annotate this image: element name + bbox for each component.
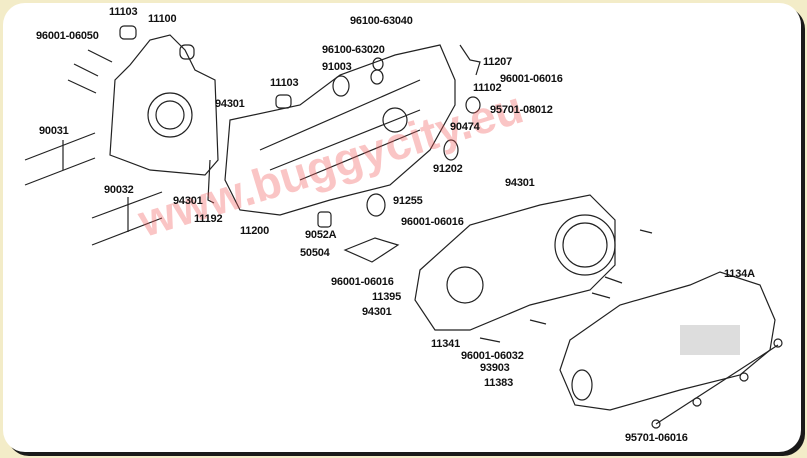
part-label: 91003 xyxy=(322,61,352,73)
bolts-96001-06032 xyxy=(479,229,653,343)
studs-90031 xyxy=(24,132,96,186)
part-label: 96100-63020 xyxy=(322,44,385,56)
part-label: 90474 xyxy=(450,121,480,133)
part-label: 96001-06016 xyxy=(401,216,464,228)
part-label: 11103 xyxy=(109,6,138,18)
part-label: 94301 xyxy=(215,98,245,110)
part-label: 95701-06016 xyxy=(625,432,688,444)
part-label: 11103 xyxy=(270,77,299,89)
plug-9052A xyxy=(317,211,332,228)
part-label: 11200 xyxy=(240,225,269,237)
part-label: 91255 xyxy=(393,195,423,207)
part-label: 11100 xyxy=(148,13,177,25)
part-label: 11192 xyxy=(194,213,223,225)
part-label: 11383 xyxy=(484,377,513,389)
part-label: 11102 xyxy=(473,82,502,94)
part-label: 96001-06016 xyxy=(500,73,563,85)
part-label: 94301 xyxy=(362,306,392,318)
bracket-11207 xyxy=(459,44,481,76)
part-label: 1134A xyxy=(724,268,755,280)
part-label: 96100-63040 xyxy=(350,15,413,27)
part-label: 91202 xyxy=(433,163,463,175)
part-label: 96001-06050 xyxy=(36,30,99,42)
part-label: 94301 xyxy=(173,195,203,207)
part-label: 11207 xyxy=(483,56,512,68)
part-label: 9052A xyxy=(305,229,337,241)
part-label: 93903 xyxy=(480,362,510,374)
part-label: 90032 xyxy=(104,184,134,196)
part-label: 11395 xyxy=(372,291,401,303)
bolts-96001-06050 xyxy=(67,49,113,94)
part-label: 96001-06032 xyxy=(461,350,524,362)
part-label: 50504 xyxy=(300,247,330,259)
part-label: 96001-06016 xyxy=(331,276,394,288)
part-label: 95701-08012 xyxy=(490,104,553,116)
studs-90032 xyxy=(91,191,163,246)
crankcase-right-11200 xyxy=(224,44,456,216)
plate-50504 xyxy=(343,237,400,263)
hose-11192 xyxy=(207,159,215,204)
crankcase-left-11100 xyxy=(109,25,219,176)
part-label: 94301 xyxy=(505,177,535,189)
cover-11395 xyxy=(414,194,616,331)
part-label: 11341 xyxy=(431,338,460,350)
part-label: 90031 xyxy=(39,125,69,137)
bearings xyxy=(332,57,481,217)
bolts-95701-06016 xyxy=(651,338,783,429)
